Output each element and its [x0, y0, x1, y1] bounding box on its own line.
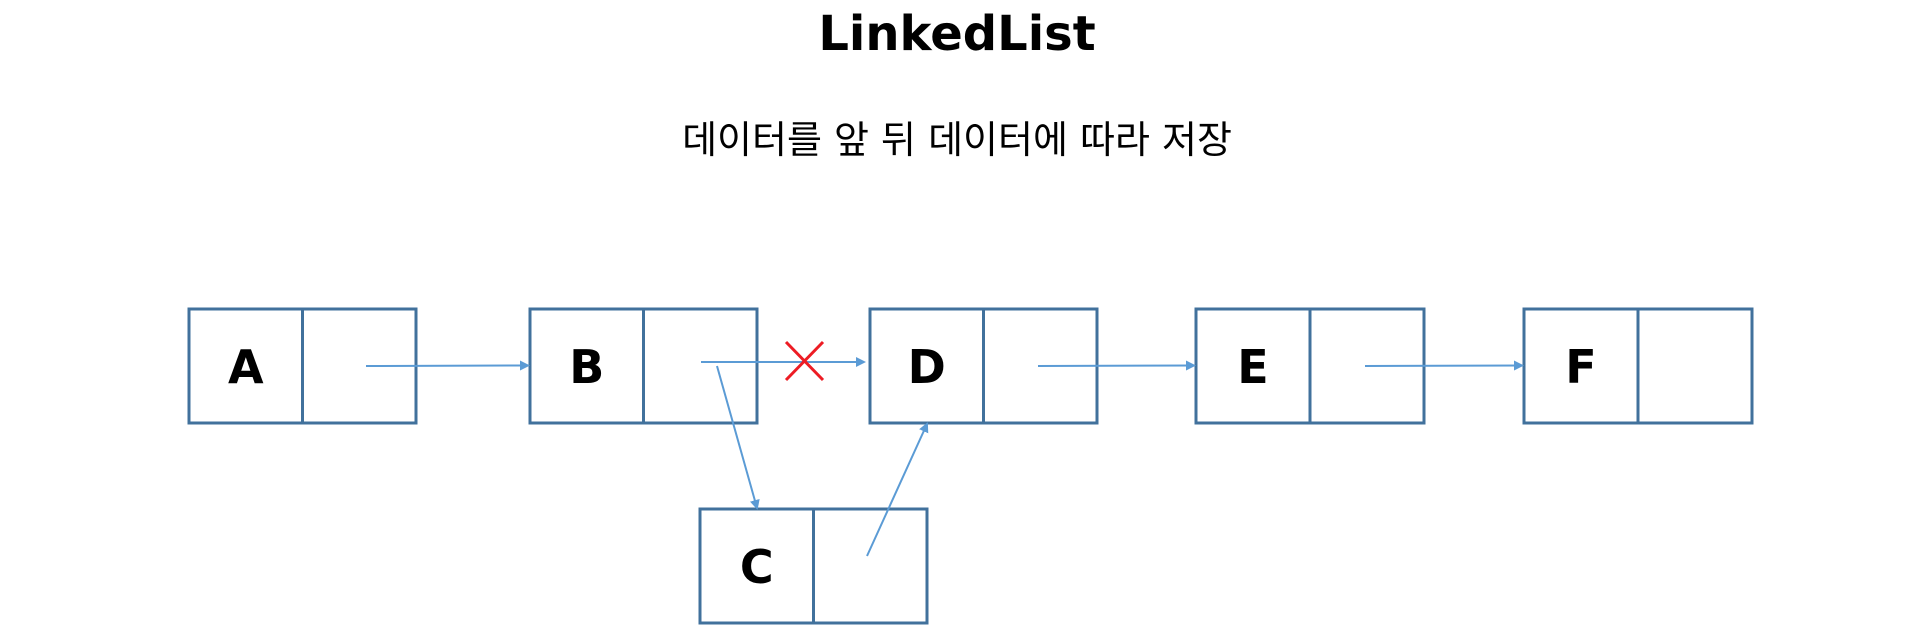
- arrow-a-to-b: [365, 360, 530, 371]
- arrow-b-to-c: [716, 365, 760, 510]
- node-f-label: F: [1565, 340, 1596, 394]
- node-d: D: [868, 307, 1099, 425]
- arrow-c-to-d: [866, 422, 929, 557]
- node-c: C: [698, 507, 929, 625]
- node-d-label: D: [908, 340, 946, 394]
- cross-icon: [784, 340, 825, 382]
- node-b: B: [528, 307, 759, 425]
- arrow-e-to-f: [1364, 360, 1524, 371]
- node-e-label: E: [1237, 340, 1268, 394]
- node-a-label: A: [228, 340, 264, 394]
- node-f: F: [1522, 307, 1754, 425]
- diagram-title: LinkedList: [818, 6, 1096, 62]
- arrow-d-to-e: [1037, 360, 1196, 371]
- diagram-subtitle: 데이터를 앞 뒤 데이터에 따라 저장: [682, 118, 1232, 162]
- node-b-label: B: [569, 340, 604, 394]
- node-c-label: C: [740, 540, 774, 594]
